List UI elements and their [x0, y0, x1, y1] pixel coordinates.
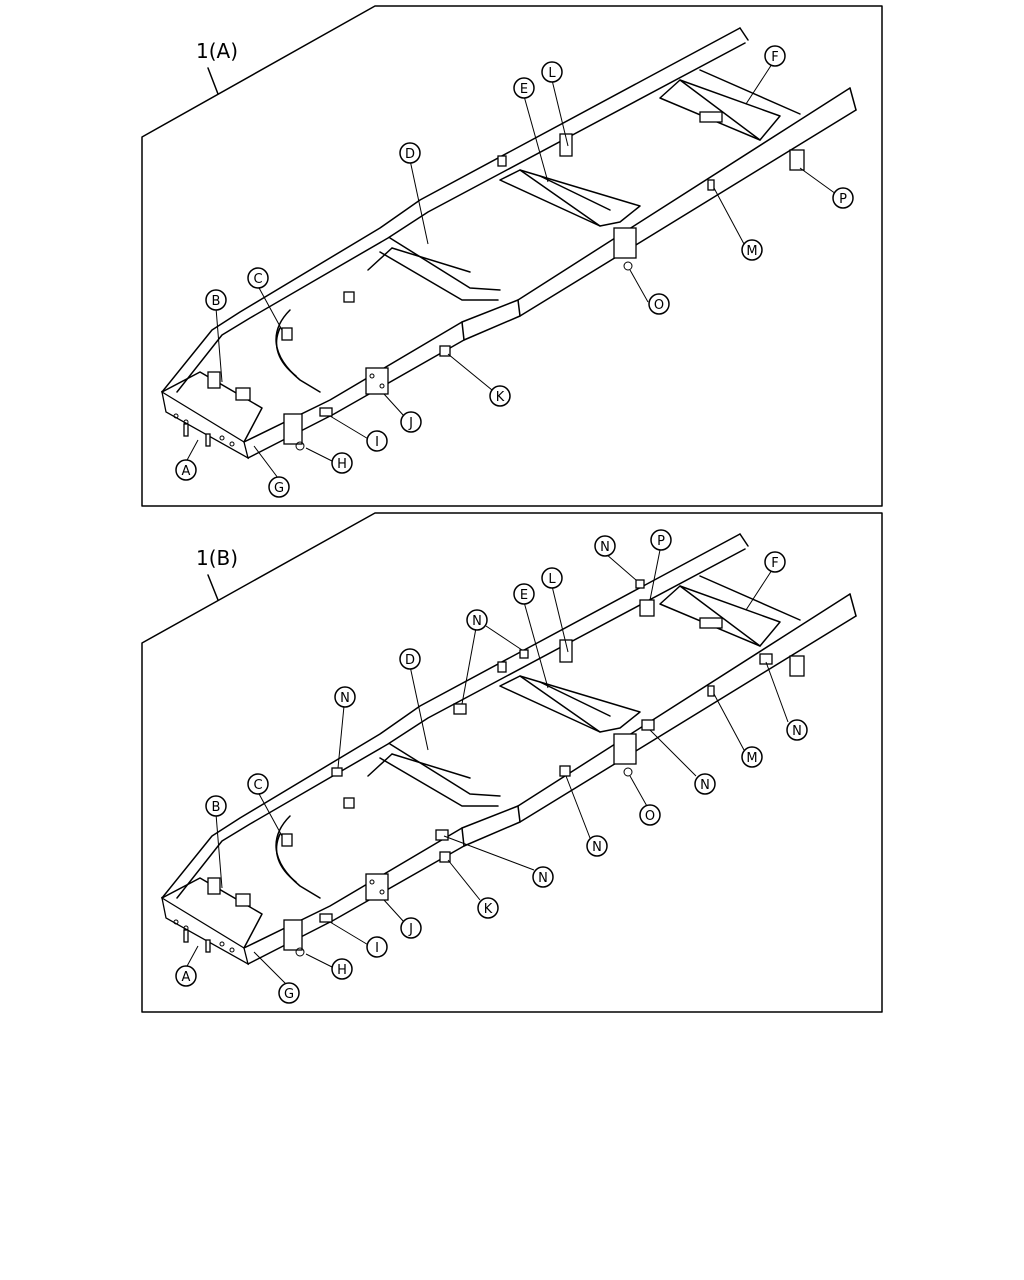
callout-h: H [331, 958, 353, 980]
callout-n: N [586, 835, 608, 857]
callout-c: C [247, 773, 269, 795]
svg-text:A: A [182, 970, 191, 985]
callout-k: K [489, 385, 511, 407]
svg-text:G: G [274, 481, 284, 496]
callout-e: E [513, 77, 535, 99]
callout-p: P [832, 187, 854, 209]
svg-text:D: D [405, 653, 415, 668]
callout-f: F [764, 551, 786, 573]
callout-n: N [594, 535, 616, 557]
callout-n: N [466, 609, 488, 631]
svg-text:A: A [182, 464, 191, 479]
callout-l: L [541, 567, 563, 589]
svg-text:N: N [792, 724, 802, 739]
svg-text:B: B [212, 800, 221, 815]
callout-o: O [648, 293, 670, 315]
callout-b: B [205, 795, 227, 817]
svg-text:M: M [746, 751, 757, 766]
svg-text:M: M [746, 244, 757, 259]
svg-text:P: P [657, 534, 665, 549]
svg-text:I: I [375, 941, 379, 956]
callout-m: M [741, 746, 763, 768]
callout-j: J [400, 411, 422, 433]
svg-text:H: H [337, 963, 347, 978]
callout-i: I [366, 936, 388, 958]
callout-n: N [786, 719, 808, 741]
svg-text:N: N [592, 840, 602, 855]
svg-text:B: B [212, 294, 221, 309]
svg-text:I: I [375, 435, 379, 450]
callout-l: L [541, 61, 563, 83]
callout-a: A [175, 459, 197, 481]
svg-text:L: L [548, 572, 556, 587]
callout-n: N [532, 866, 554, 888]
svg-text:L: L [548, 66, 556, 81]
callout-b: B [205, 289, 227, 311]
svg-text:N: N [700, 778, 710, 793]
callout-d: D [399, 142, 421, 164]
svg-text:N: N [538, 871, 548, 886]
callout-n: N [694, 773, 716, 795]
svg-text:N: N [340, 691, 350, 706]
figure-title-1a: 1(A) [196, 39, 238, 63]
svg-text:J: J [408, 416, 413, 431]
callout-g: G [268, 476, 290, 498]
svg-text:J: J [408, 922, 413, 937]
svg-text:O: O [645, 809, 655, 824]
panel-border-1b [141, 512, 883, 1013]
callout-n: N [334, 686, 356, 708]
callout-labels-1b: A B C D E F G H I J K L M N N N N N N N … [175, 529, 808, 1004]
callout-g: G [278, 982, 300, 1004]
svg-text:G: G [284, 987, 294, 1002]
callout-j: J [400, 917, 422, 939]
callout-c: C [247, 267, 269, 289]
svg-text:K: K [484, 902, 493, 917]
panel-1b: 1(B) [141, 512, 883, 1013]
svg-text:C: C [253, 272, 262, 287]
svg-text:E: E [520, 588, 528, 603]
svg-text:D: D [405, 147, 415, 162]
svg-text:O: O [654, 298, 664, 313]
callout-k: K [477, 897, 499, 919]
callout-i: I [366, 430, 388, 452]
callout-labels-1a: A B C D E F G H I J K L M O P [175, 45, 854, 498]
callout-e: E [513, 583, 535, 605]
callout-h: H [331, 452, 353, 474]
svg-text:F: F [771, 50, 778, 65]
callout-p: P [650, 529, 672, 551]
panel-border-1a [141, 5, 883, 507]
callout-d: D [399, 648, 421, 670]
svg-text:E: E [520, 82, 528, 97]
svg-text:K: K [496, 390, 505, 405]
callout-a: A [175, 965, 197, 987]
callout-m: M [741, 239, 763, 261]
figure-title-1b: 1(B) [196, 546, 238, 570]
callout-o: O [639, 804, 661, 826]
svg-text:N: N [600, 540, 610, 555]
svg-text:N: N [472, 614, 482, 629]
svg-text:C: C [253, 778, 262, 793]
panel-1a: 1(A) A B C D E F G [141, 5, 883, 507]
callout-f: F [764, 45, 786, 67]
svg-text:P: P [839, 192, 847, 207]
svg-text:F: F [771, 556, 778, 571]
svg-text:H: H [337, 457, 347, 472]
